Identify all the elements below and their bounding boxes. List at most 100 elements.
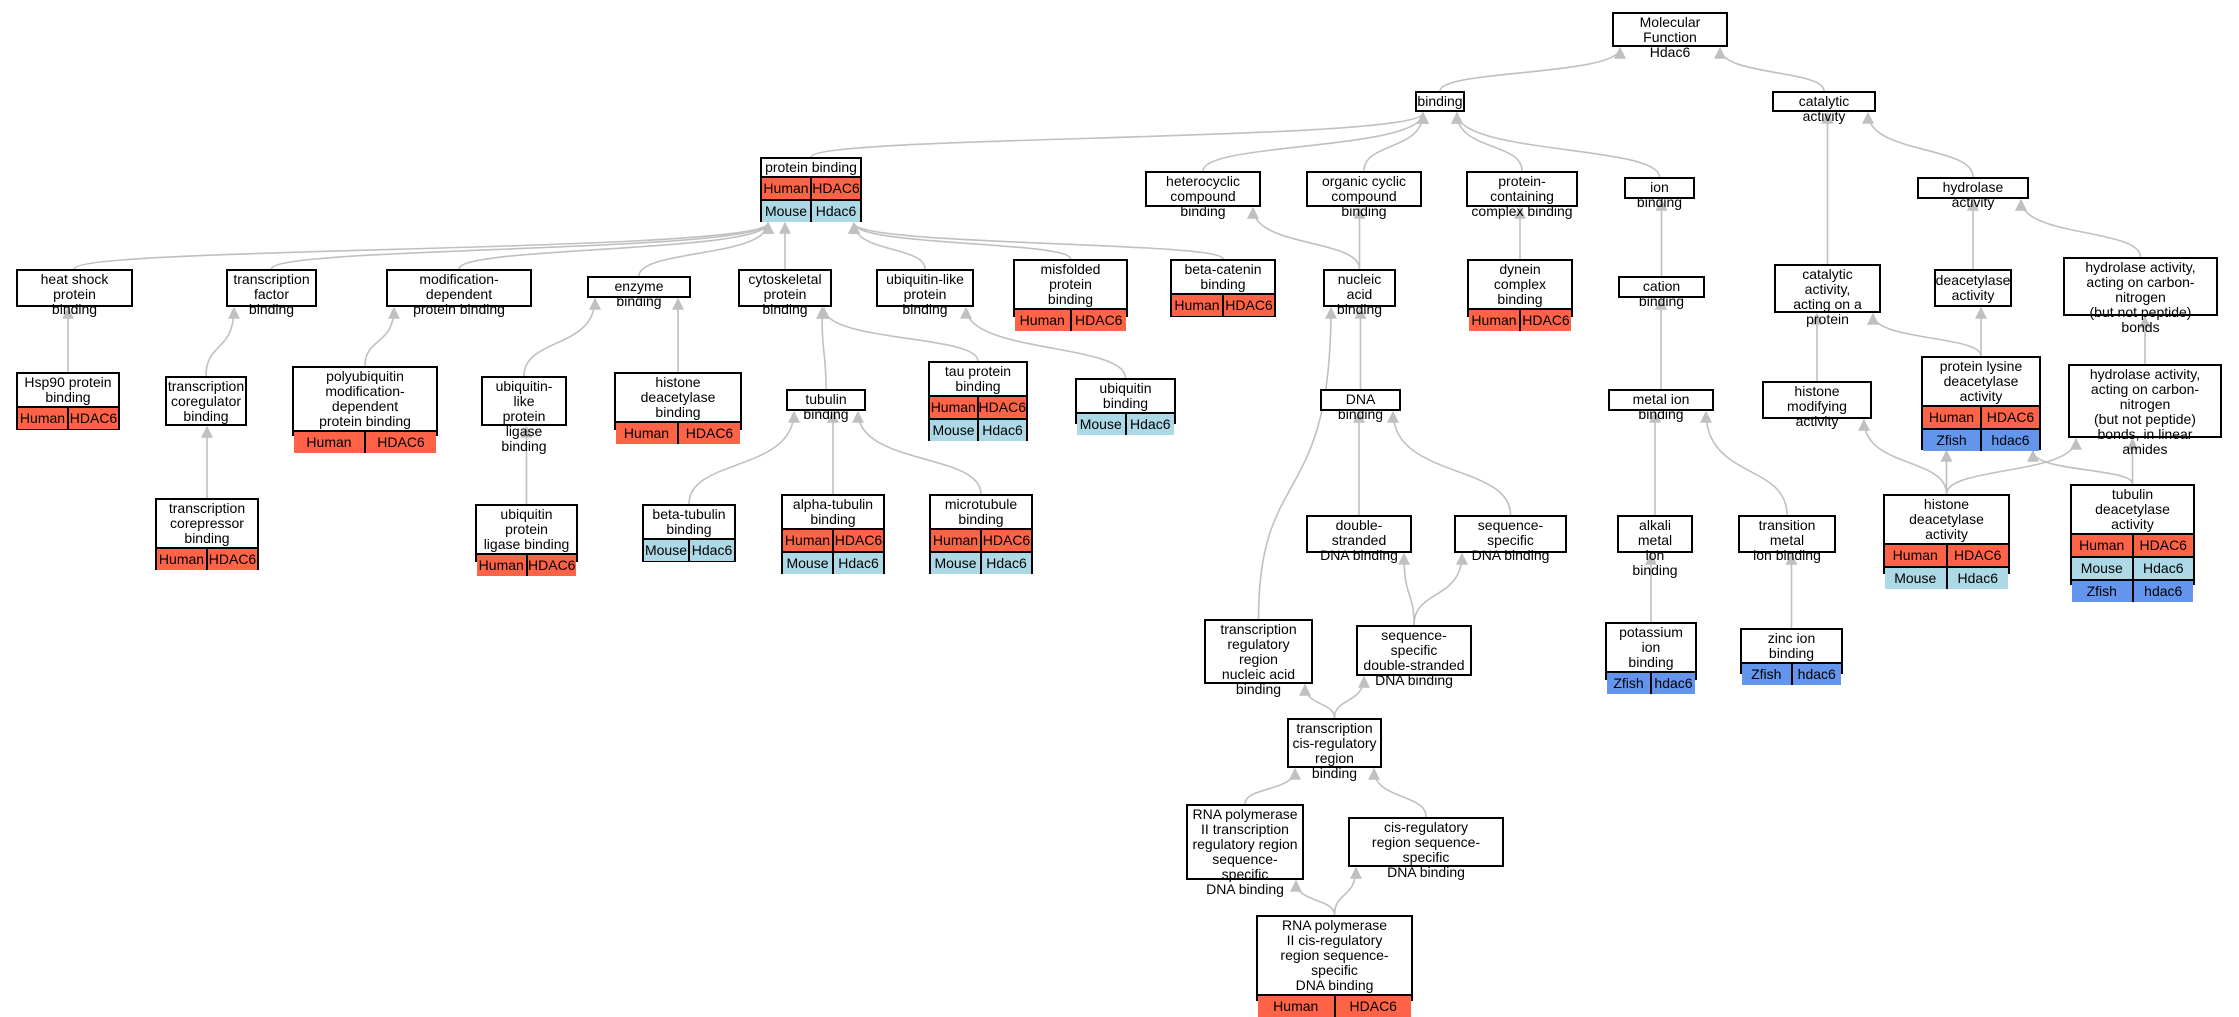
go-term-node-nucleic-acid[interactable]: nucleic acid binding <box>1323 269 1396 317</box>
go-term-node-heat-shock[interactable]: heat shock protein binding <box>16 269 133 317</box>
gene-cell: HDAC6 <box>677 423 740 444</box>
go-term-node-histone-mod[interactable]: histone modifying activity <box>1762 381 1872 429</box>
go-term-node-tx-reg-region[interactable]: transcription regulatory region nucleic … <box>1204 619 1313 697</box>
go-term-node-hydrolase[interactable]: hydrolase activity <box>1917 177 2029 210</box>
go-term-node-enzyme-binding[interactable]: enzyme binding <box>587 276 691 309</box>
go-term-label: heterocyclic compound binding <box>1166 173 1240 219</box>
go-term-node-mf[interactable]: Molecular Function Hdac6 <box>1612 12 1728 60</box>
go-term-node-catalytic[interactable]: catalytic activity <box>1772 91 1876 124</box>
go-term-node-metal-ion[interactable]: metal ion binding <box>1608 389 1714 422</box>
species-cell: Human <box>1928 409 1975 425</box>
go-term-node-binding[interactable]: binding <box>1415 91 1465 112</box>
go-term-label: potassium ion binding <box>1619 624 1683 670</box>
go-term-node-ion-binding[interactable]: ion binding <box>1624 177 1695 210</box>
is-a-edge <box>1700 410 1788 516</box>
go-term-node-ds-dna[interactable]: double-stranded DNA binding <box>1306 515 1412 563</box>
go-term-node-dna-binding[interactable]: DNA binding <box>1320 389 1401 422</box>
go-term-node-polyub[interactable]: polyubiquitin modification-dependent pro… <box>292 366 438 453</box>
go-term-label: ubiquitin-like protein binding <box>886 271 964 317</box>
go-term-label: catalytic activity <box>1798 93 1850 124</box>
gene-cell: Hdac6 <box>2131 558 2194 579</box>
go-term-node-rnap2-tx[interactable]: RNA polymerase II transcription regulato… <box>1186 804 1304 897</box>
is-a-edge <box>1862 111 1974 178</box>
go-term-node-tf-binding[interactable]: transcription factor binding <box>226 269 317 317</box>
gene-cell: Hdac6 <box>977 420 1026 441</box>
species-cell: Mouse <box>2080 560 2123 576</box>
species-cell: Human <box>158 551 205 567</box>
go-term-label: histone deacetylase binding <box>640 374 716 420</box>
go-term-label: nucleic acid binding <box>1336 271 1383 317</box>
is-a-edge <box>1451 111 1661 178</box>
go-term-node-mod-dep[interactable]: modification-dependent protein binding <box>386 269 532 317</box>
go-term-node-cat-protein[interactable]: catalytic activity, acting on a protein <box>1774 264 1881 327</box>
go-term-label: double-stranded DNA binding <box>1320 517 1398 563</box>
gene-cell: HDAC6 <box>2131 535 2194 556</box>
go-term-node-cytoskeletal[interactable]: cytoskeletal protein binding <box>738 269 832 317</box>
go-term-label: deacetylase activity <box>1935 272 2011 303</box>
go-term-node-hydro-cn[interactable]: hydrolase activity, acting on carbon-nit… <box>2063 257 2218 335</box>
species-cell: Human <box>19 410 66 426</box>
go-term-node-ss-ds-dna[interactable]: sequence-specific double-stranded DNA bi… <box>1356 625 1472 688</box>
go-term-node-tx-cis[interactable]: transcription cis-regulatory region bind… <box>1287 718 1382 781</box>
go-term-node-tubulin-binding[interactable]: tubulin binding <box>786 389 866 422</box>
go-term-node-hydro-linear[interactable]: hydrolase activity, acting on carbon-nit… <box>2068 364 2222 457</box>
go-term-node-organic-cyclic[interactable]: organic cyclic compound binding <box>1306 171 1422 219</box>
go-term-node-cation[interactable]: cation binding <box>1618 276 1705 309</box>
is-a-edge <box>2027 449 2134 485</box>
go-term-label: hydrolase activity, acting on carbon-nit… <box>2085 259 2196 335</box>
go-term-node-protein-complex[interactable]: protein-containing complex binding <box>1466 171 1578 219</box>
species-cell: Zfish <box>1936 432 1967 448</box>
go-term-label: modification-dependent protein binding <box>413 271 505 317</box>
go-term-label: alkali metal ion binding <box>1632 517 1678 578</box>
species-cell: Mouse <box>1894 570 1937 586</box>
species-cell: Mouse <box>764 203 808 219</box>
go-term-node-cis-reg-ss[interactable]: cis-regulatory region sequence-specific … <box>1348 817 1504 880</box>
go-term-node-tx-coreg[interactable]: transcription coregulator binding <box>165 376 247 426</box>
go-term-node-rnap2-cis[interactable]: RNA polymerase II cis-regulatory region … <box>1256 915 1413 1017</box>
is-a-edge <box>205 306 240 377</box>
is-a-edge <box>816 306 829 390</box>
go-term-label: binding <box>1417 93 1463 109</box>
go-term-node-transition[interactable]: transition metal ion binding <box>1738 515 1836 563</box>
go-term-node-ss-dna[interactable]: sequence-specific DNA binding <box>1454 515 1567 563</box>
is-a-edge <box>1867 312 1982 357</box>
gene-cell: HDAC6 <box>1333 996 1412 1017</box>
go-term-node-deacetylase[interactable]: deacetylase activity <box>1934 269 2012 307</box>
species-cell: Human <box>306 434 352 450</box>
go-term-node-ubl-binding[interactable]: ubiquitin-like protein binding <box>876 269 974 317</box>
go-term-node-alkali[interactable]: alkali metal ion binding <box>1617 515 1693 578</box>
is-a-edge <box>1247 206 1361 270</box>
go-term-node-heterocyclic[interactable]: heterocyclic compound binding <box>1145 171 1261 219</box>
species-cell: Zfish <box>1613 675 1644 691</box>
is-a-edge <box>270 221 774 270</box>
is-a-edge <box>1290 879 1336 916</box>
go-term-node-ubl-ligase[interactable]: ubiquitin-like protein ligase binding <box>481 376 567 454</box>
